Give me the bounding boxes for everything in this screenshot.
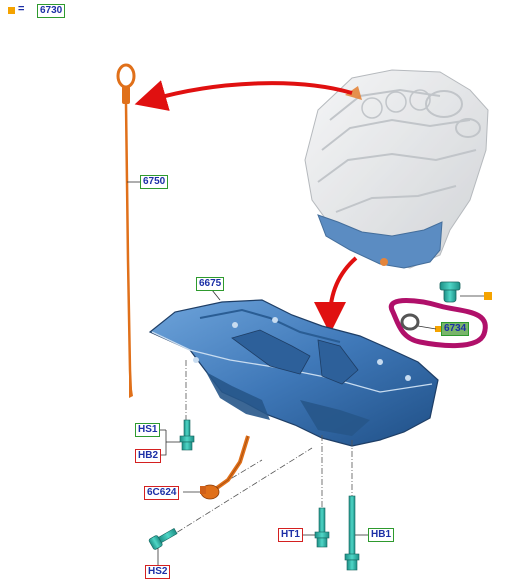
label-hs1: HS1: [135, 423, 161, 437]
bolt-ht1: [314, 507, 330, 548]
drain-plug-highlight: [388, 298, 488, 349]
label-hb1: HB1: [368, 528, 395, 542]
drain-plug: [439, 281, 492, 303]
legend-code-label: 6730: [37, 4, 66, 18]
leader-oil-pan: [211, 289, 221, 301]
label-drain-plug: 6734: [441, 322, 470, 336]
drain-plug-washer: [400, 313, 441, 332]
label-dipstick: 6750: [140, 175, 169, 189]
label-hb2: HB2: [135, 449, 162, 463]
oil-pan: [148, 299, 439, 447]
bolt-hb1: [344, 495, 360, 571]
legend-equals: =: [18, 3, 25, 15]
dipstick: [116, 63, 136, 398]
label-hs2: HS2: [145, 565, 171, 579]
legend-marker: [8, 7, 15, 14]
engine-assembly: [304, 69, 489, 269]
label-ht1: HT1: [278, 528, 303, 542]
bolt-hs2: [148, 527, 178, 550]
arrow-to-oil-pan: [314, 256, 358, 334]
oil-level-tube: [200, 435, 250, 500]
leader-hs1-hb2: [160, 430, 167, 456]
label-oil-pan: 6675: [196, 277, 225, 291]
bolt-hs1: [179, 419, 195, 451]
arrow-to-dipstick: [134, 80, 353, 111]
label-tube: 6C624: [144, 486, 180, 500]
assembly-lines: [167, 360, 353, 539]
